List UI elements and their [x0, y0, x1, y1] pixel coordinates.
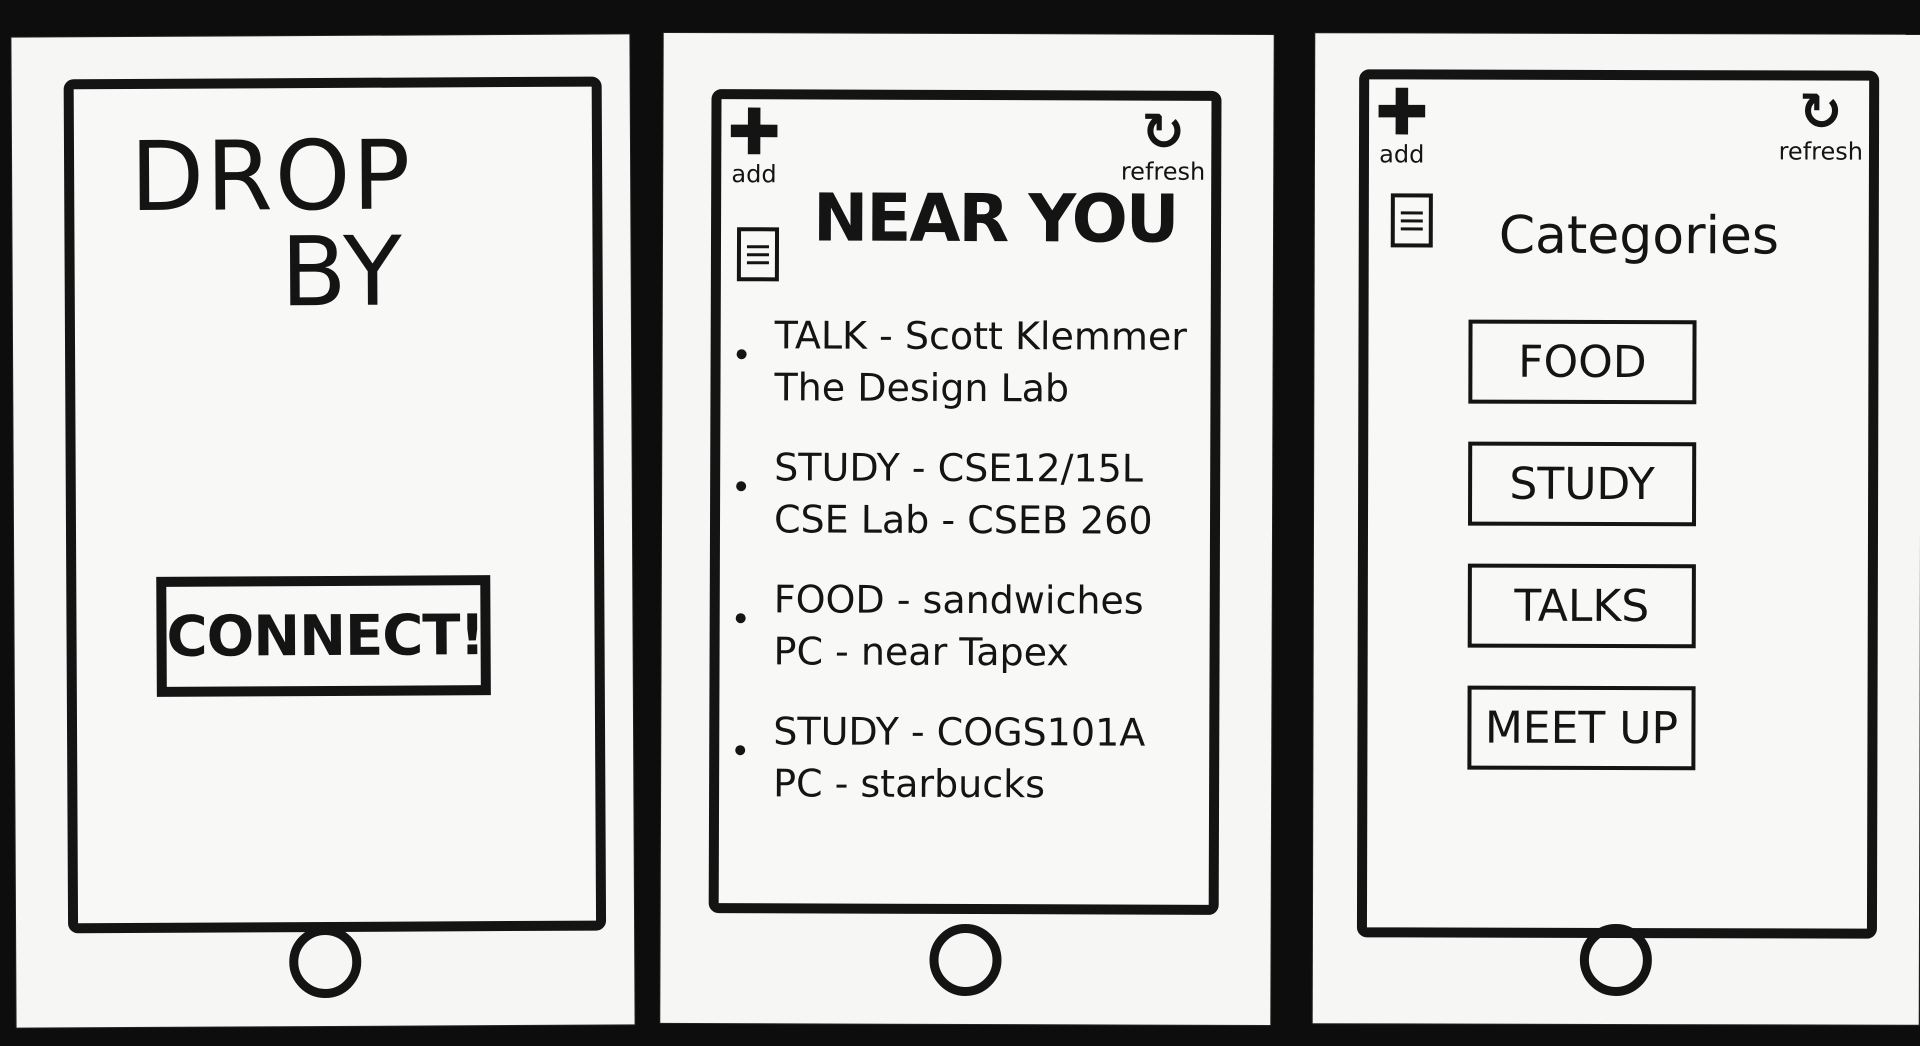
refresh-button[interactable]: ↻ refresh	[1120, 102, 1206, 186]
refresh-button[interactable]: ↻ refresh	[1778, 82, 1864, 166]
category-talks-button[interactable]: TALKS	[1467, 563, 1696, 649]
add-label: add	[731, 160, 777, 189]
event-location: CSE Lab - CSEB 260	[773, 497, 1153, 543]
home-button-icon[interactable]	[929, 923, 1002, 997]
phone-feed: ✚ add ↻ refresh NEAR YOU TALK - Scott Kl…	[660, 32, 1274, 1026]
event-title: TALK - Scott Klemmer	[774, 313, 1187, 359]
event-title: STUDY - COGS101A	[773, 709, 1146, 755]
refresh-icon: ↻	[1141, 102, 1186, 163]
event-title: FOOD - sandwiches	[773, 577, 1144, 623]
event-list: TALK - Scott Klemmer The Design Lab STUD…	[729, 309, 1201, 839]
add-button[interactable]: ✚ add	[727, 96, 782, 189]
category-study-button[interactable]: STUDY	[1468, 441, 1697, 527]
list-item[interactable]: STUDY - COGS101A PC - starbucks	[729, 705, 1199, 811]
list-item[interactable]: FOOD - sandwiches PC - near Tapex	[729, 573, 1199, 679]
list-menu-icon[interactable]	[736, 227, 780, 282]
list-menu-icon[interactable]	[1390, 193, 1433, 248]
category-meetup-button[interactable]: MEET UP	[1467, 685, 1696, 771]
event-location: PC - starbucks	[773, 761, 1046, 807]
list-item[interactable]: STUDY - CSE12/15L CSE Lab - CSEB 260	[730, 441, 1200, 547]
connect-button[interactable]: CONNECT!	[156, 575, 491, 697]
add-button[interactable]: ✚ add	[1374, 76, 1429, 169]
feed-screen: ✚ add ↻ refresh NEAR YOU TALK - Scott Kl…	[708, 89, 1222, 915]
app-logo: DROP BY	[130, 120, 413, 329]
phone-login: DROP BY CONNECT!	[11, 34, 635, 1028]
refresh-label: refresh	[1120, 157, 1206, 186]
page-title: Categories	[1498, 205, 1780, 267]
page-title: NEAR YOU	[812, 179, 1178, 258]
categories-screen: ✚ add ↻ refresh Categories FOOD STUDY TA…	[1356, 69, 1880, 939]
category-list: FOOD STUDY TALKS MEET UP	[1467, 319, 1708, 771]
home-button-icon[interactable]	[1579, 923, 1652, 997]
refresh-label: refresh	[1778, 137, 1864, 166]
login-screen: DROP BY CONNECT!	[63, 76, 607, 934]
plus-icon: ✚	[1374, 76, 1429, 151]
plus-icon: ✚	[727, 96, 782, 171]
add-label: add	[1379, 140, 1425, 169]
list-item[interactable]: TALK - Scott Klemmer The Design Lab	[730, 309, 1200, 415]
event-title: STUDY - CSE12/15L	[774, 445, 1144, 491]
event-location: The Design Lab	[774, 365, 1070, 411]
refresh-icon: ↻	[1799, 82, 1843, 143]
home-button-icon[interactable]	[289, 925, 362, 999]
category-food-button[interactable]: FOOD	[1468, 319, 1697, 405]
phone-categories: ✚ add ↻ refresh Categories FOOD STUDY TA…	[1312, 33, 1920, 1025]
event-location: PC - near Tapex	[773, 629, 1069, 675]
logo-line-by: BY	[280, 215, 405, 329]
